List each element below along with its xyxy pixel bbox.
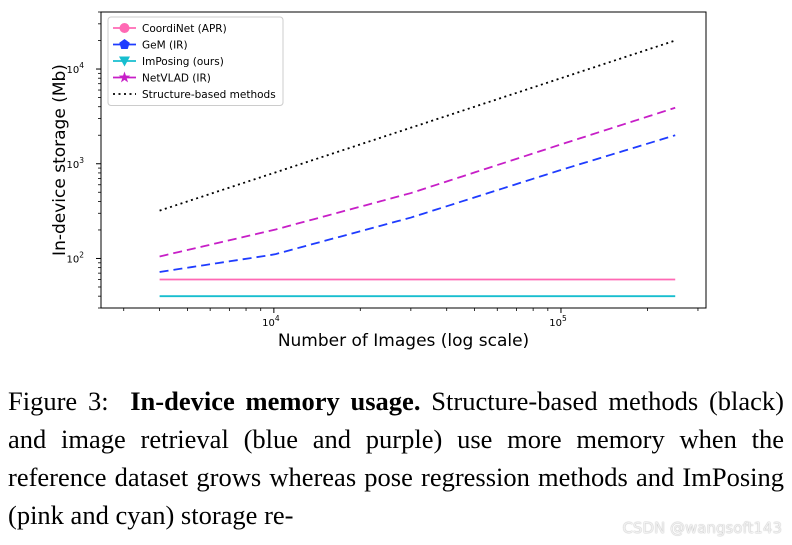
series-line — [159, 39, 676, 212]
legend-label: NetVLAD (IR) — [142, 73, 211, 85]
legend-marker-triangle — [119, 56, 130, 67]
legend-marker-pentagon — [119, 39, 130, 49]
x-tick-exponent: 4 — [275, 314, 280, 323]
legend-label: CoordiNet (APR) — [142, 23, 227, 35]
x-axis-label: Number of Images (log scale) — [278, 331, 529, 351]
legend-label: ImPosing (ours) — [142, 56, 224, 68]
legend: CoordiNet (APR) GeM (IR) ImPosing (ours) Ne… — [107, 16, 284, 106]
x-tick-exponent: 5 — [562, 314, 567, 323]
y-tick-exponent: 4 — [79, 61, 84, 70]
caption-body: Structure-based methods (black) and imag… — [8, 386, 785, 530]
x-tick-label: 104 — [262, 314, 280, 329]
series-line — [159, 134, 676, 273]
legend-marker-circle — [119, 23, 130, 33]
series-layer — [159, 39, 676, 298]
figure-label: Figure 3: — [8, 386, 109, 416]
caption-title: In-device memory usage. — [130, 386, 421, 416]
legend-marker-star — [118, 71, 131, 83]
legend-label: GeM (IR) — [142, 40, 188, 52]
legend-box — [107, 16, 284, 106]
x-tick-label: 105 — [549, 314, 567, 329]
legend-label: Structure-based methods — [142, 89, 276, 101]
series-line — [159, 106, 676, 258]
watermark: CSDN @wangsoft143 — [622, 519, 782, 537]
plot-frame — [100, 11, 707, 309]
figure-caption: Figure 3: In-device memory usage. Struct… — [8, 382, 784, 534]
y-axis-label: In-device storage (Mb) — [50, 64, 70, 256]
y-tick-exponent: 2 — [79, 250, 84, 259]
y-tick-exponent: 3 — [79, 156, 84, 165]
